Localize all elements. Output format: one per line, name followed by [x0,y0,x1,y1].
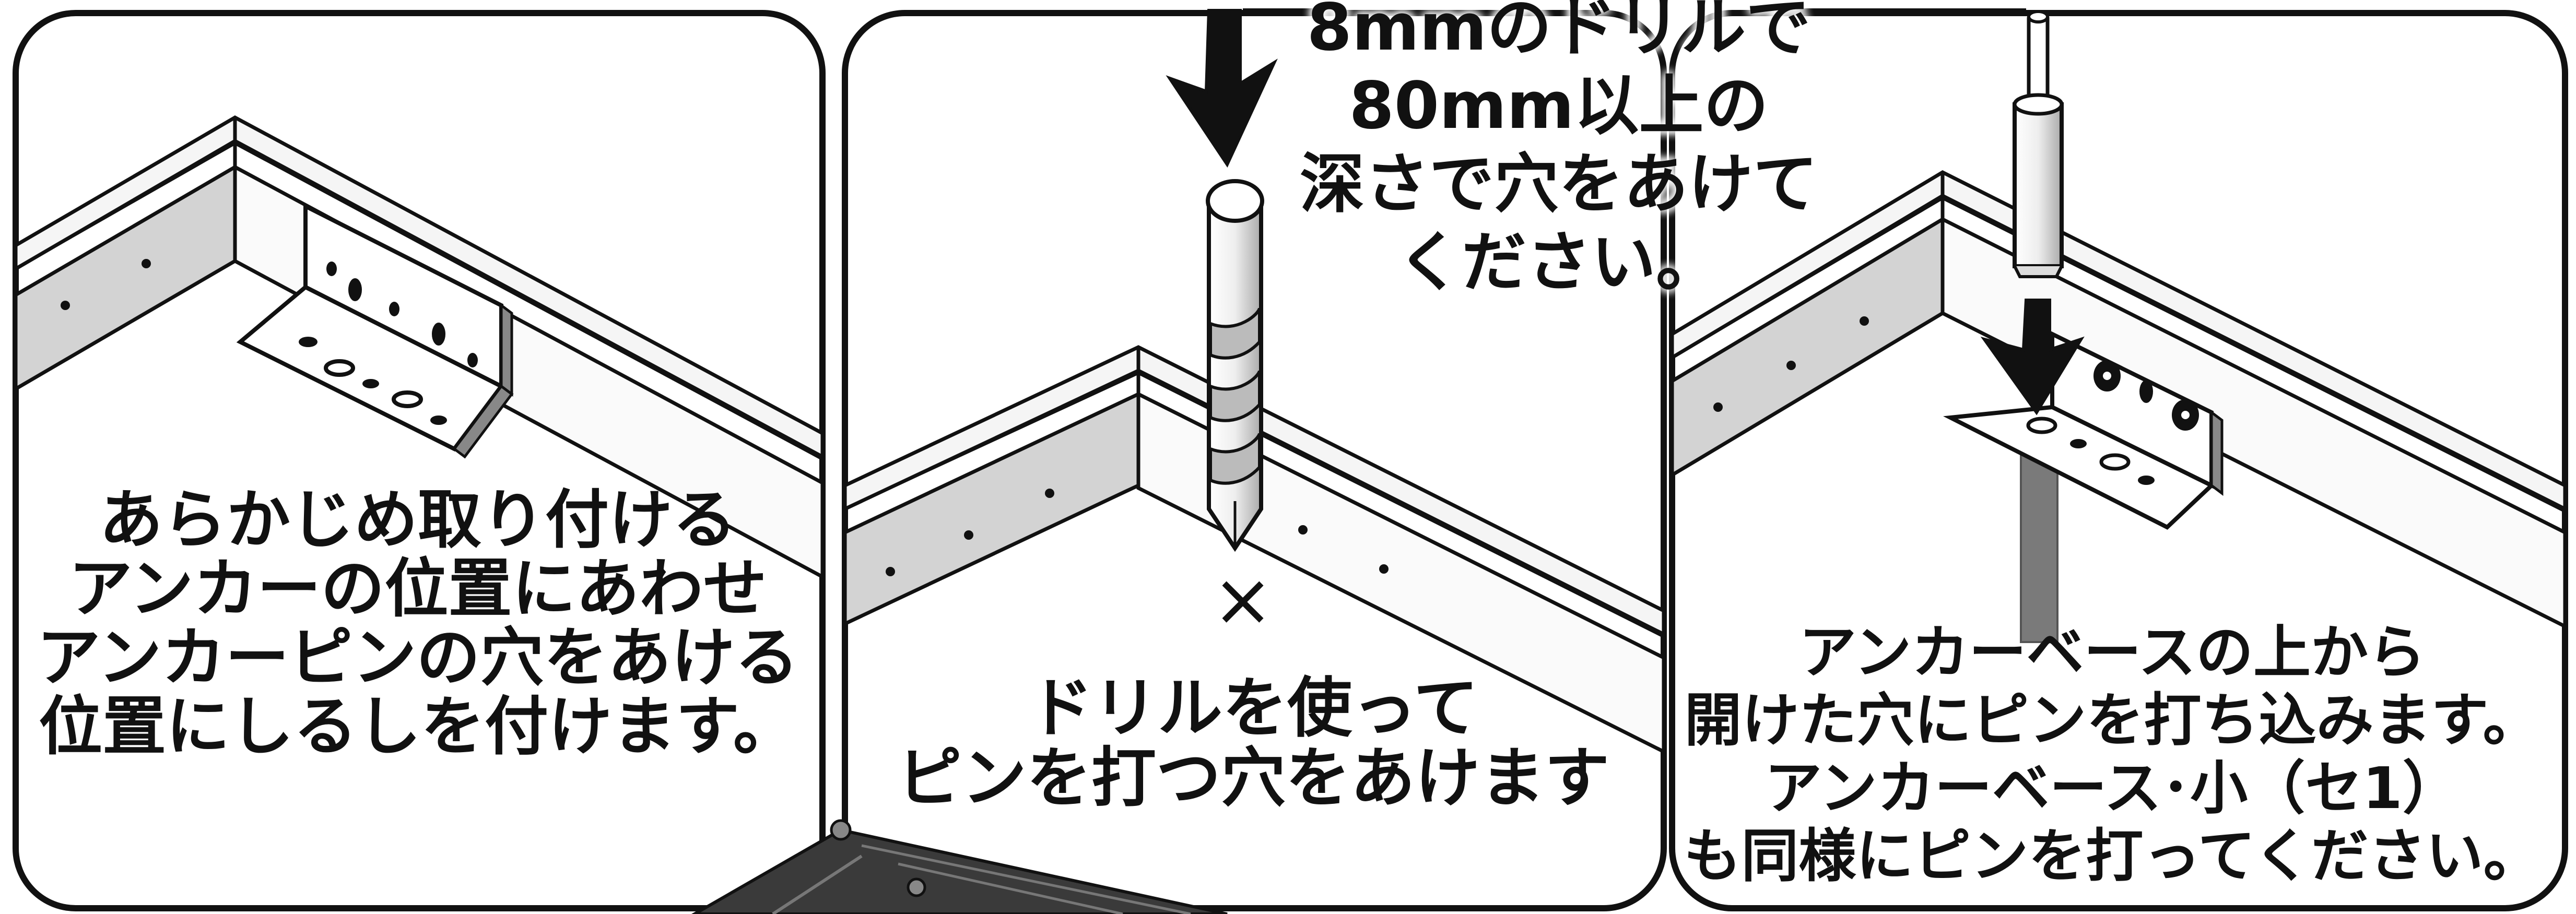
caption-line: アンカーベースの上から [1798,619,2426,686]
caption-line: アンカーの位置にあわせ [68,552,767,626]
pin-punch [2013,10,2064,278]
caption-line: アンカーピンの穴をあける [37,621,799,695]
panel-1 [13,10,826,911]
caption-line: も同様にピンを打ってください。 [1684,823,2541,889]
panel-2 [691,9,1667,914]
panel-3 [1669,10,2568,911]
caption-line: ピンを打つ穴をあけます [897,741,1609,816]
anchor-base-installed [1943,330,2224,530]
down-arrow-icon [1166,9,1278,168]
callout-line: 80mm以上の [1349,68,1769,144]
caption-line: ドリルを使って [1028,671,1478,746]
anchor-base [236,203,514,459]
panel-2-caption: ドリルを使って ピンを打つ穴をあけます [851,673,1655,813]
down-arrow-icon-2 [1980,299,2085,416]
caption-line: 開けた穴にピンを打ち込みます。 [1684,687,2540,754]
drill-callout: 8mmのドリルで 80mm以上の 深さで穴をあけて ください。 [1290,0,1828,302]
callout-line: ください。 [1396,225,1721,300]
deck-corner [691,819,1228,914]
caption-line: アンカーベース･小（セ1） [1765,755,2460,822]
panel-1-caption: あらかじめ取り付ける アンカーの位置にあわせ アンカーピンの穴をあける 位置にし… [16,485,820,761]
anchor-pin [2020,448,2059,643]
drill-bit [1206,179,1264,552]
caption-line: あらかじめ取り付ける [99,483,736,557]
drill-point-mark: × [1212,557,1274,643]
callout-line: 深さで穴をあけて [1299,147,1818,222]
callout-line: 8mmのドリルで [1307,0,1811,65]
panel-3-caption: アンカーベースの上から 開けた穴にピンを打ち込みます。 アンカーベース･小（セ1… [1661,619,2564,890]
caption-line: 位置にしるしを付けます。 [39,690,797,764]
